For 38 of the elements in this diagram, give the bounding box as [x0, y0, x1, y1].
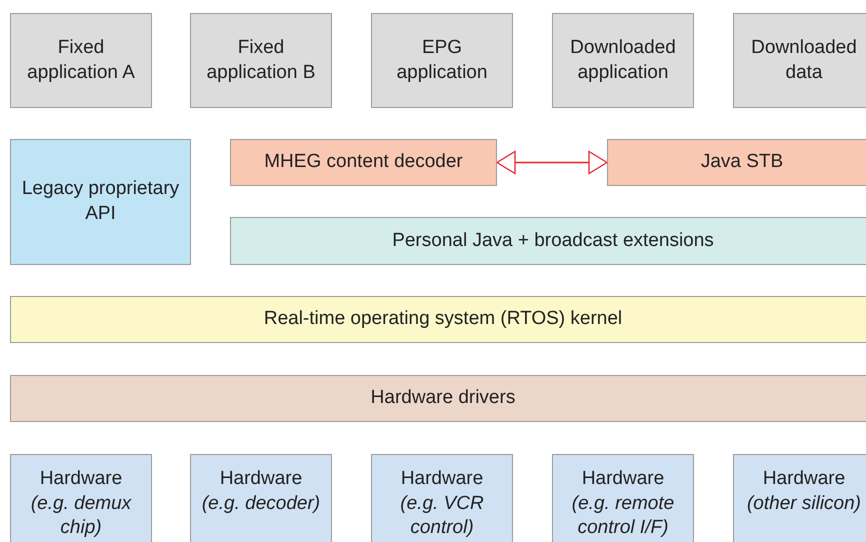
box-label: Downloaded data: [750, 36, 858, 84]
box-label: Fixed application B: [206, 36, 316, 84]
component-box: [190, 454, 332, 542]
component-box: [230, 139, 497, 186]
component-box: [552, 13, 694, 108]
example-note: (other silicon): [746, 492, 862, 516]
double-arrow: [496, 150, 608, 174]
example-note: (e.g. VCR control): [399, 492, 485, 540]
box-label: Hardware: [762, 467, 846, 491]
box-label: Personal Java + broadcast extensions: [392, 228, 714, 253]
box-label: Java STB: [700, 150, 784, 174]
box-label: Hardware: [400, 467, 484, 491]
box-label: MHEG content decoder: [264, 150, 463, 174]
component-box: [10, 375, 866, 422]
component-box: [10, 296, 866, 343]
component-box: [10, 139, 191, 265]
box-label: Downloaded application: [569, 36, 677, 84]
component-box: [552, 454, 694, 542]
component-box: [733, 454, 866, 542]
box-label: Fixed application A: [26, 36, 136, 84]
box-label: Hardware: [40, 467, 122, 491]
box-label: Hardware: [220, 467, 302, 491]
example-note: (e.g. remote control I/F): [570, 492, 676, 540]
component-box: [607, 139, 866, 186]
example-note: (e.g. decoder): [202, 492, 320, 516]
component-box: [371, 454, 513, 542]
box-label: Hardware drivers: [370, 386, 516, 410]
component-box: [230, 217, 866, 265]
component-box: [10, 13, 152, 108]
box-label: Legacy proprietary API: [20, 177, 180, 226]
box-label: Real-time operating system (RTOS) kernel: [264, 307, 622, 332]
box-label: EPG application: [396, 36, 488, 84]
box-label: Hardware: [582, 467, 664, 491]
component-box: [190, 13, 332, 108]
component-box: [371, 13, 513, 108]
example-note: (e.g. demux chip): [30, 492, 132, 540]
component-box: [10, 454, 152, 542]
component-box: [733, 13, 866, 108]
